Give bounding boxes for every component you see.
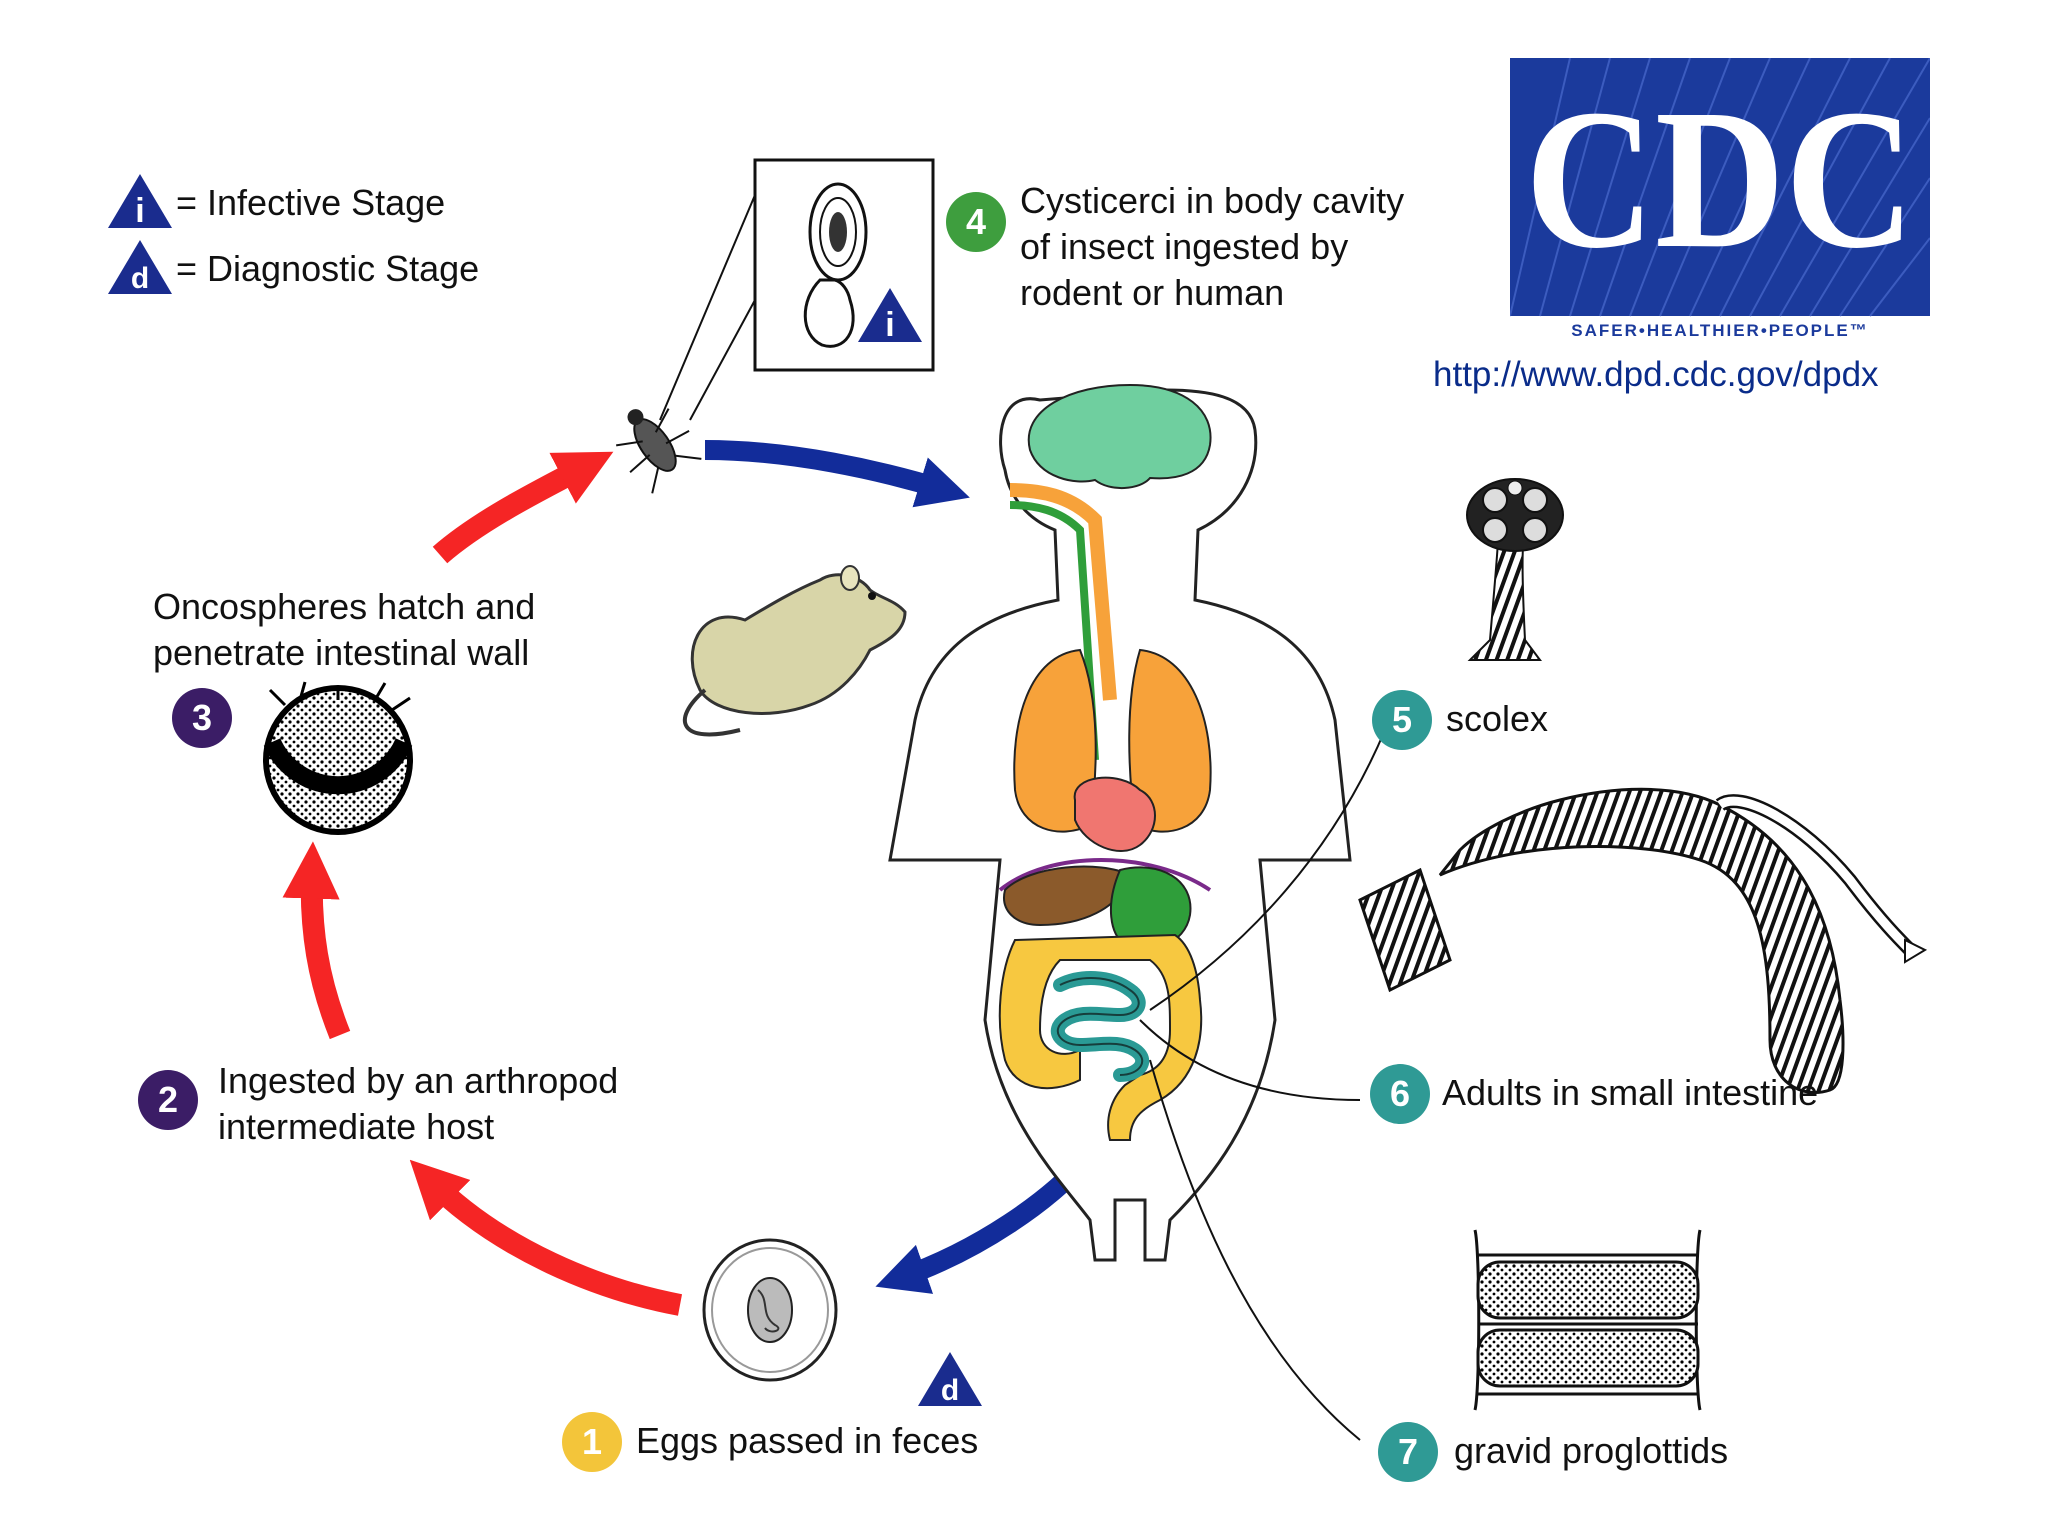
arrow-ingested-to-oncosphere xyxy=(282,841,351,1040)
legend-diagnostic-symbol: d xyxy=(131,262,149,295)
human-host xyxy=(888,383,1352,1262)
stage-2-badge: 2 xyxy=(138,1070,198,1130)
cdc-logo: CDC SAFER•HEALTHIER•PEOPLE™ xyxy=(1510,58,1930,343)
egg-icon xyxy=(702,1238,838,1382)
left-lung-icon xyxy=(1013,648,1097,833)
stage-1-badge: 1 xyxy=(562,1412,622,1472)
stage-2-label: Ingested by an arthropod intermediate ho… xyxy=(218,1058,618,1150)
stage-1-line-1: Eggs passed in feces xyxy=(636,1420,979,1461)
stage-5-badge: 5 xyxy=(1372,690,1432,750)
right-lung-icon xyxy=(1128,648,1212,833)
adult-worm-icon xyxy=(1358,787,1928,1095)
stage-6-label: Adults in small intestine xyxy=(1442,1070,1818,1116)
proglottids-icon xyxy=(1473,1229,1702,1411)
cysticercoid-icon xyxy=(803,182,868,348)
stage-1-label: Eggs passed in feces xyxy=(636,1418,978,1464)
stage-3-line-2: penetrate intestinal wall xyxy=(153,632,530,673)
stage-7-label: gravid proglottids xyxy=(1454,1428,1728,1474)
stage-5-label: scolex xyxy=(1446,696,1548,742)
stage-5-line-1: scolex xyxy=(1446,698,1549,739)
stage-2-line-2: intermediate host xyxy=(218,1106,495,1147)
connector-adults xyxy=(1139,1019,1361,1101)
connector-scolex xyxy=(1149,729,1386,1011)
arrow-oncosphere-to-insect xyxy=(432,451,614,564)
inset-connector-2 xyxy=(689,299,756,421)
stage-4-label: Cysticerci in body cavity of insect inge… xyxy=(1020,178,1404,316)
stage-7-line-1: gravid proglottids xyxy=(1454,1430,1729,1471)
legend-infective-icon: i xyxy=(106,172,174,235)
legend-infective-symbol: i xyxy=(135,192,144,230)
connector-proglottids xyxy=(1149,1059,1361,1441)
scolex-icon xyxy=(1466,478,1564,661)
stage-4-line-1: Cysticerci in body cavity xyxy=(1020,180,1405,221)
stage-2-line-1: Ingested by an arthropod xyxy=(218,1060,619,1101)
arrow-egg-to-arthropod xyxy=(409,1159,683,1316)
stage-3-label: Oncospheres hatch and penetrate intestin… xyxy=(153,584,535,676)
cdc-tagline: SAFER•HEALTHIER•PEOPLE™ xyxy=(1571,321,1869,340)
inset-connector-1 xyxy=(659,194,756,421)
stage-3-line-1: Oncospheres hatch and xyxy=(153,586,536,627)
infective-stage-marker: i xyxy=(856,286,924,349)
heart-icon xyxy=(1073,776,1156,852)
brain-icon xyxy=(1027,383,1212,490)
diagnostic-stage-marker: d xyxy=(916,1350,984,1413)
liver-icon xyxy=(1003,865,1132,927)
stage-7-badge: 7 xyxy=(1378,1422,1438,1482)
oncosphere-icon xyxy=(263,681,413,835)
rodent-icon xyxy=(683,565,907,737)
beetle-icon xyxy=(616,408,702,494)
diagnostic-marker-symbol: d xyxy=(941,1374,959,1407)
legend-diagnostic-icon: d xyxy=(106,238,174,301)
legend-infective-label: = Infective Stage xyxy=(176,182,446,223)
stage-4-line-2: of insect ingested by xyxy=(1020,226,1349,267)
large-intestine-icon xyxy=(998,933,1203,1141)
stage-6-line-1: Adults in small intestine xyxy=(1442,1072,1819,1113)
stage-4-badge: 4 xyxy=(946,192,1006,252)
legend-diagnostic-label: = Diagnostic Stage xyxy=(176,248,480,289)
stage-3-badge: 3 xyxy=(172,688,232,748)
stage-6-badge: 6 xyxy=(1370,1064,1430,1124)
cdc-url: http://www.dpd.cdc.gov/dpdx xyxy=(1433,355,1879,394)
cdc-logo-text: CDC xyxy=(1525,69,1915,290)
stage-4-line-3: rodent or human xyxy=(1020,272,1285,313)
arrow-insect-to-host xyxy=(704,440,970,508)
infective-marker-symbol: i xyxy=(885,306,894,344)
